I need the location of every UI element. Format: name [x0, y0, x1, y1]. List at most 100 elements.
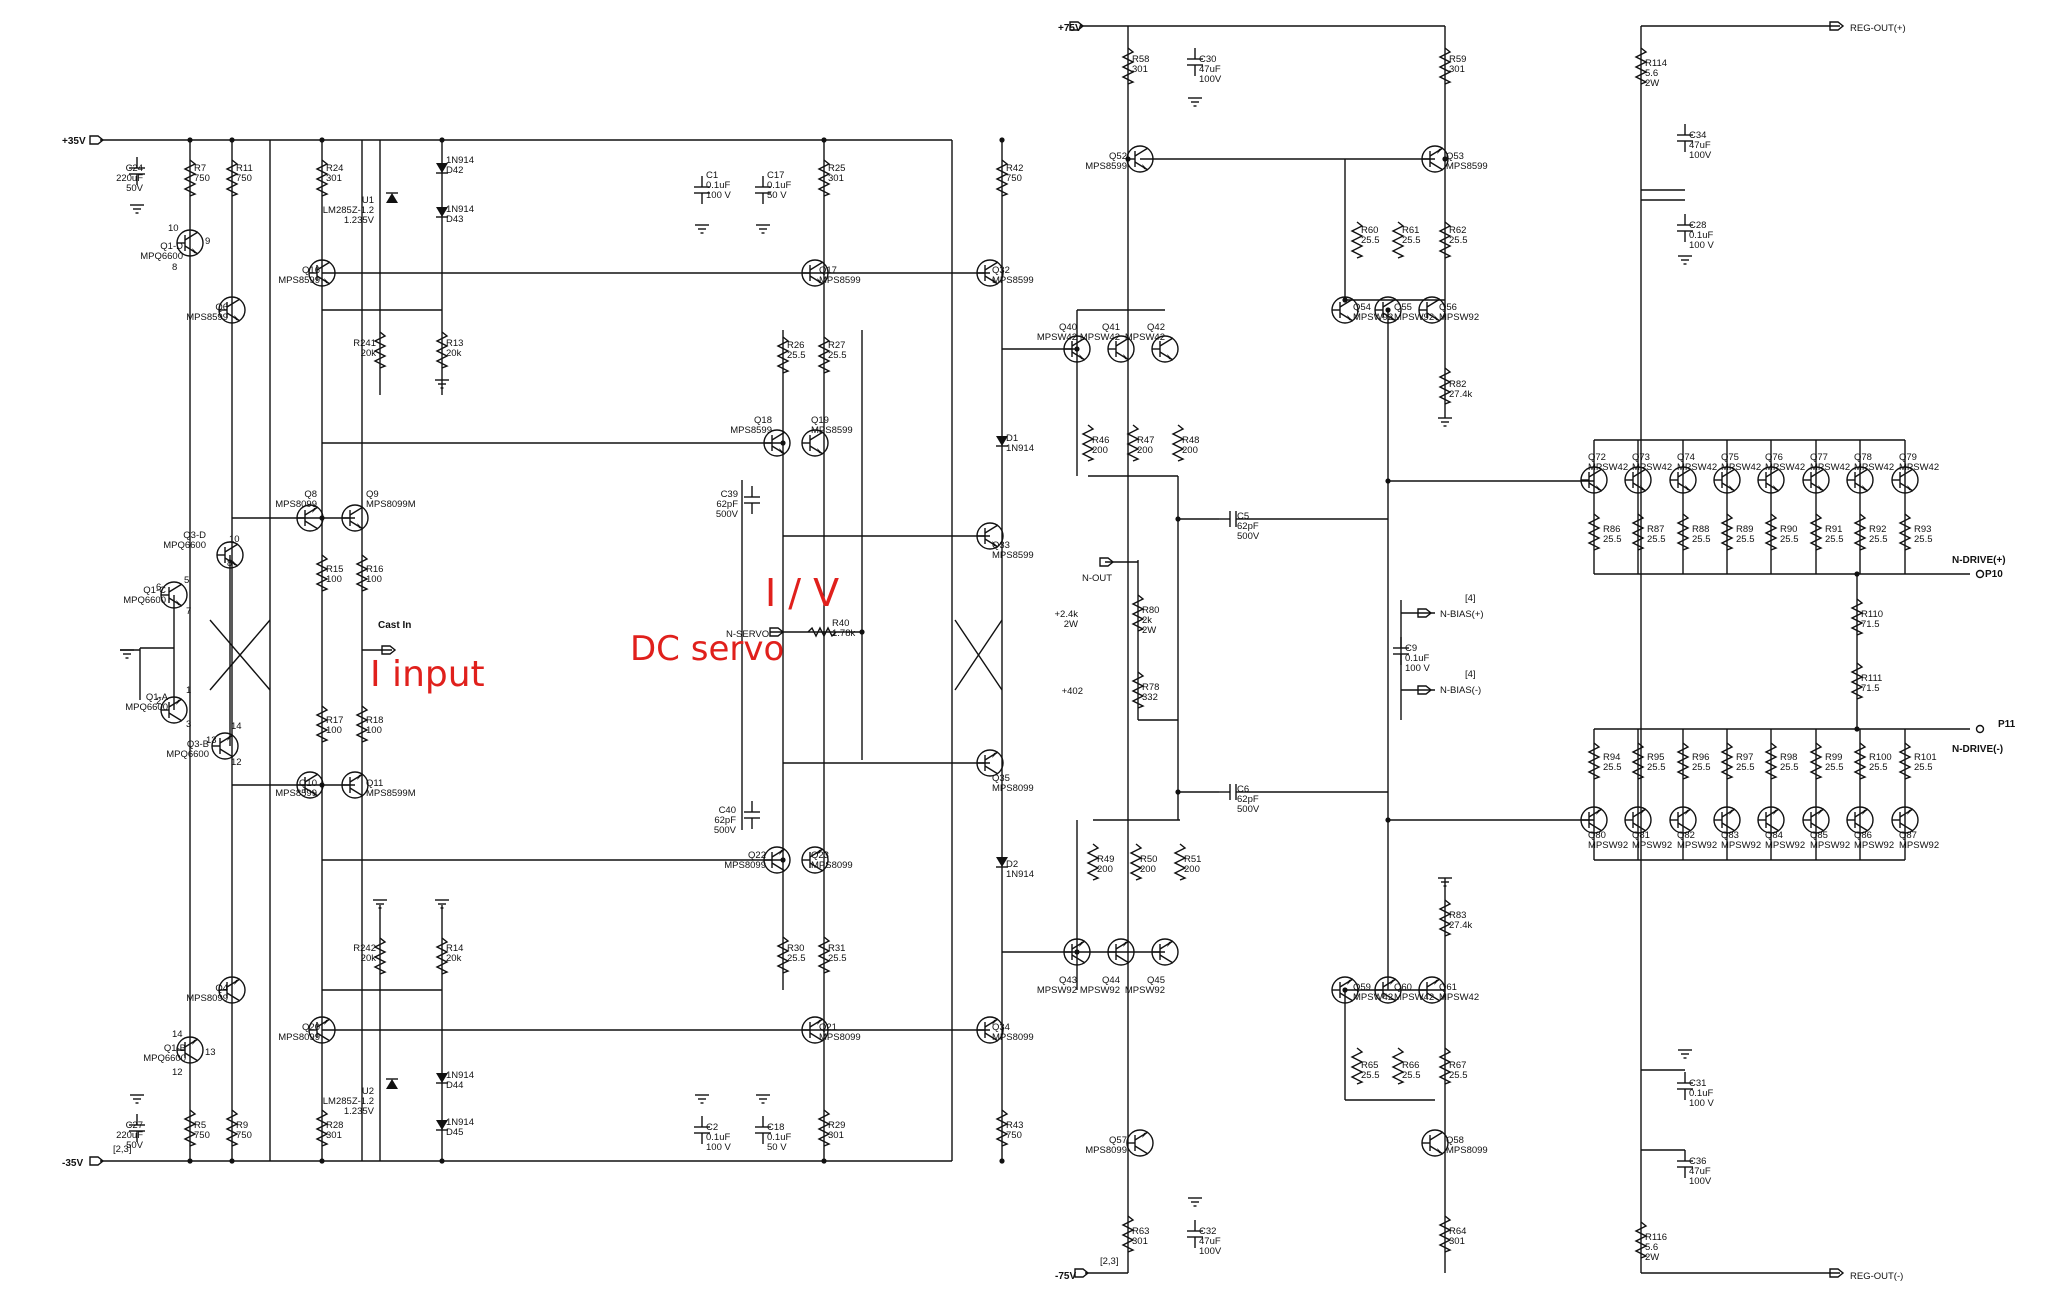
label-r60-line-1: 25.5 [1361, 235, 1380, 246]
label-q11-line-0: Q11 [366, 778, 383, 789]
label-q19-line-1: MPS8599 [811, 425, 853, 436]
label-q23-line-0: Q23 [811, 850, 829, 861]
label-r17-line-1: 100 [326, 725, 342, 736]
label-c32-line-1: 47uF [1199, 1236, 1221, 1247]
p10-label: P10 [1985, 569, 2003, 580]
label-q54-line-1: MPSW92 [1353, 312, 1393, 323]
label-q20-line-0: Q20 [302, 1022, 320, 1033]
label-r5-line-0: R5 [194, 1120, 206, 1131]
label-c5-line-0: C5 [1237, 511, 1249, 522]
label-q79-line-0: Q79 [1899, 452, 1917, 463]
label-q41-line-0: Q41 [1102, 322, 1120, 333]
label-r14-line-0: R14 [446, 943, 463, 954]
label-r101-line-1: 25.5 [1914, 762, 1933, 773]
label-r15-line-0: R15 [326, 564, 343, 575]
pin-q3b-0: 13 [206, 735, 217, 746]
label-q58-line-0: Q58 [1446, 1135, 1464, 1146]
label-q32-line-1: MPS8599 [992, 275, 1034, 286]
label-d43-line-1: D43 [446, 214, 463, 225]
label-q21-line-0: Q21 [819, 1022, 837, 1033]
label-r89-line-1: 25.5 [1736, 534, 1755, 545]
label-r30-line-1: 25.5 [787, 953, 806, 964]
label-r114-line-1: 5.6 [1645, 68, 1658, 79]
label-r241-line-0: R241 [353, 338, 376, 349]
label-d1-line-1: 1N914 [1006, 443, 1034, 454]
label-c36-line-0: C36 [1689, 1156, 1706, 1167]
label-r93-line-0: R93 [1914, 524, 1931, 535]
label-q79-line-1: MPSW42 [1899, 462, 1939, 473]
label-q35-line-0: Q35 [992, 773, 1010, 784]
label-r90-line-0: R90 [1780, 524, 1797, 535]
label-q44-line-0: Q44 [1102, 975, 1120, 986]
pin-q1c-2: 7 [186, 606, 191, 617]
label-d45-line-1: D45 [446, 1127, 463, 1138]
label-q52-line-0: Q52 [1109, 151, 1127, 162]
label-q1d-line-0: Q1-D [160, 241, 183, 252]
label-c28-line-0: C28 [1689, 220, 1706, 231]
component-symbols [89, 21, 1985, 1278]
label-r16-line-1: 100 [366, 574, 382, 585]
pin-q1a-2: 3 [186, 719, 191, 730]
label-r9-line-1: 750 [236, 1130, 252, 1141]
label-q33-line-1: MPS8599 [992, 550, 1034, 561]
pin-q1d-0: 10 [168, 223, 179, 234]
label-c40-line-1: 62pF [714, 815, 736, 826]
label-c39-line-1: 62pF [716, 499, 738, 510]
label-c9-line-1: 0.1uF [1405, 653, 1429, 664]
n-bias-notes-2: [4] [1465, 669, 1476, 680]
label-q52-line-1: MPS8599 [1085, 161, 1127, 172]
label-r95-line-1: 25.5 [1647, 762, 1666, 773]
label-q6-line-1: MPS8599 [186, 312, 228, 323]
pin-q1d-2: 8 [172, 262, 177, 273]
label-r24-line-1: 301 [326, 173, 342, 184]
label-r25-line-0: R25 [828, 163, 845, 174]
label-q77-line-0: Q77 [1810, 452, 1828, 463]
label-r65-line-0: R65 [1361, 1060, 1378, 1071]
label-r25-line-1: 301 [828, 173, 844, 184]
label-c1-line-1: 0.1uF [706, 180, 730, 191]
label-r66-line-1: 25.5 [1402, 1070, 1421, 1081]
label-q59-line-1: MPSW42 [1353, 992, 1393, 1003]
label-r88-line-1: 25.5 [1692, 534, 1711, 545]
label-q42-line-0: Q42 [1147, 322, 1165, 333]
label-r7-line-1: 750 [194, 173, 210, 184]
label-r58-line-1: 301 [1132, 64, 1148, 75]
ref-23-right: [2,3] [1100, 1256, 1119, 1267]
label-d44-line-1: D44 [446, 1080, 463, 1091]
label-v402-line-0: +402 [1062, 686, 1083, 697]
label-r48-line-1: 200 [1182, 445, 1198, 456]
label-r82-line-0: R82 [1449, 379, 1466, 390]
label-r5-line-1: 750 [194, 1130, 210, 1141]
label-r110-line-0: R110 [1861, 609, 1883, 620]
label-r17-line-0: R17 [326, 715, 343, 726]
rail-label-neg35: -35V [62, 1158, 83, 1169]
label-r89-line-0: R89 [1736, 524, 1753, 535]
label-c5-line-1: 62pF [1237, 521, 1259, 532]
label-r13-line-1: 20k [446, 348, 462, 359]
